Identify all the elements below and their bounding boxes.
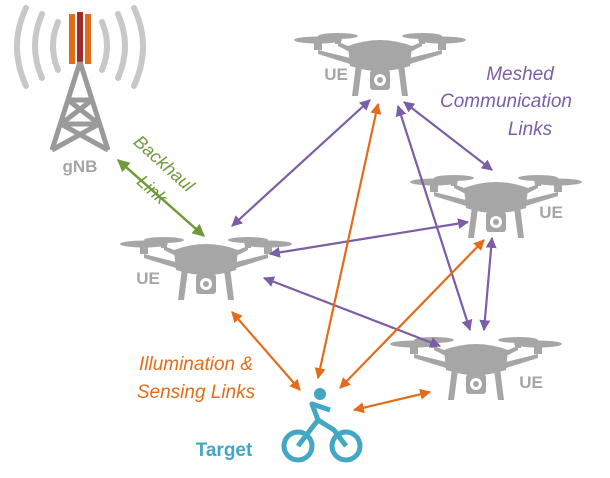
backhaul-link-arrow	[117, 159, 205, 237]
meshed-label-line3: Links	[508, 119, 553, 140]
meshed-label-line1: Meshed	[486, 64, 555, 85]
quadcopter-drone-icon	[294, 33, 466, 96]
meshed-label-line2: Communication	[440, 91, 572, 112]
illumination-label-line2: Sensing Links	[137, 382, 256, 403]
mesh-link-left-right	[268, 218, 470, 258]
ue-bottom-label: UE	[519, 373, 543, 392]
mesh-link-top-right	[403, 101, 493, 171]
sensing-link-left-target	[231, 311, 301, 391]
sensing-link-top-target	[314, 102, 382, 380]
sensing-link-bottom-target	[352, 388, 432, 414]
illumination-label-line1: Illumination &	[139, 354, 253, 375]
cell-tower-icon	[14, 5, 146, 153]
cyclist-icon	[281, 388, 363, 463]
ue-left-label: UE	[136, 269, 160, 288]
sensing-links	[231, 102, 485, 414]
gnb-label: gNB	[63, 157, 98, 176]
mesh-link-right-bottom	[479, 236, 497, 332]
ue-top-label: UE	[324, 65, 348, 84]
meshed-links	[231, 99, 497, 348]
ue-right-label: UE	[539, 203, 563, 222]
mesh-link-left-top	[231, 99, 371, 227]
ue-drone-top	[294, 33, 466, 96]
mesh-link-top-bottom	[395, 104, 473, 332]
target-label: Target	[196, 440, 253, 461]
sensing-link-right-target	[339, 239, 485, 389]
